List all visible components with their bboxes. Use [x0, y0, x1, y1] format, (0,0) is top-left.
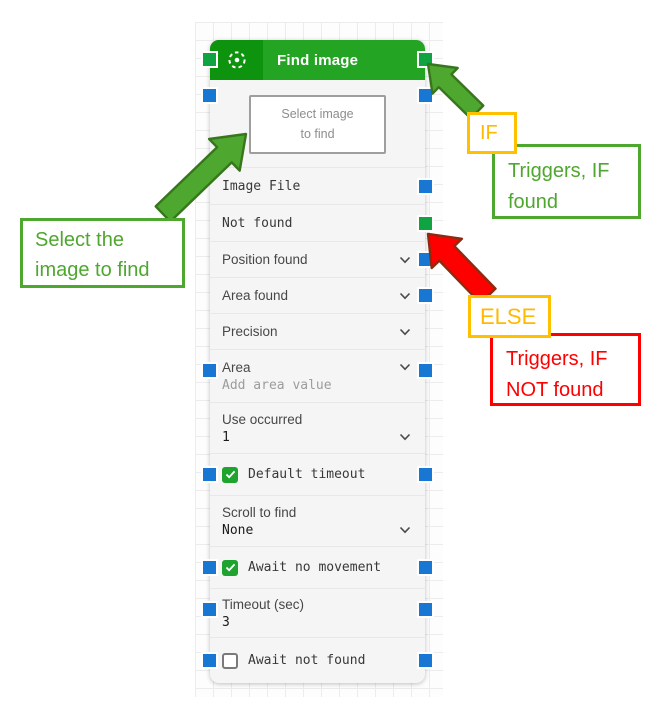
port-right-image-file[interactable]: [419, 179, 432, 193]
row-not-found: Not found: [210, 204, 432, 241]
port-header-left[interactable]: [203, 53, 216, 66]
chevron-down-icon: [399, 363, 411, 371]
hint-line: NOT found: [506, 379, 604, 401]
port-left-await-no-movement[interactable]: [203, 561, 216, 574]
row-label: Position found: [222, 252, 308, 267]
chevron-down-icon: [399, 433, 411, 441]
row-label: Await not found: [248, 653, 366, 668]
select-image-hint-box: Select the image to find: [20, 218, 185, 288]
port-right-default-timeout[interactable]: [419, 468, 432, 481]
find-image-scan-icon: [226, 49, 248, 71]
else-hint-box: Triggers, IF NOT found: [490, 333, 641, 406]
port-select-image-left[interactable]: [203, 89, 216, 102]
port-right-area-found[interactable]: [419, 289, 432, 302]
checkbox-await-not-found[interactable]: [222, 652, 238, 669]
row-precision[interactable]: Precision: [210, 313, 425, 349]
row-label: Area: [222, 359, 251, 375]
checkbox-default-timeout[interactable]: [222, 466, 238, 483]
chevron-down-icon: [399, 256, 411, 264]
hint-line: Select the: [35, 229, 124, 251]
row-label: Image File: [222, 178, 301, 194]
row-label: Timeout (sec): [222, 596, 305, 612]
row-label: Scroll to find: [222, 504, 297, 520]
checkbox-await-no-movement[interactable]: [222, 559, 238, 576]
row-value: Add area value: [222, 377, 332, 393]
row-value: 3: [222, 614, 230, 630]
port-left-await-not-found[interactable]: [203, 654, 216, 667]
select-image-section: Select image to find: [203, 80, 432, 167]
find-image-node[interactable]: Find image Select image to find Image Fi…: [203, 40, 432, 683]
row-label: Not found: [222, 215, 293, 231]
port-header-right[interactable]: [419, 53, 432, 66]
row-value: None: [222, 522, 254, 538]
row-image-file: Image File: [210, 167, 432, 204]
port-right-await-no-movement[interactable]: [419, 561, 432, 574]
row-label: Area found: [222, 288, 289, 303]
row-position-found[interactable]: Position found: [210, 241, 432, 277]
chevron-down-icon: [399, 526, 411, 534]
chevron-down-icon: [399, 292, 411, 300]
port-right-not-found[interactable]: [419, 216, 432, 230]
row-default-timeout[interactable]: Default timeout: [203, 453, 432, 495]
row-label: Await no movement: [248, 560, 382, 575]
port-right-position-found[interactable]: [419, 253, 432, 266]
row-area-found[interactable]: Area found: [210, 277, 432, 313]
row-value: 1: [222, 429, 230, 445]
row-await-no-movement[interactable]: Await no movement: [203, 546, 432, 588]
port-select-image-right[interactable]: [419, 89, 432, 102]
node-header[interactable]: Find image: [203, 40, 432, 80]
port-left-area[interactable]: [203, 364, 216, 377]
hint-line: Triggers, IF: [508, 160, 610, 182]
hint-line: image to find: [35, 259, 150, 281]
row-label: Precision: [222, 324, 278, 339]
row-await-not-found[interactable]: Await not found: [203, 637, 432, 683]
port-right-timeout-sec-[interactable]: [419, 603, 432, 616]
select-image-button[interactable]: Select image to find: [249, 95, 386, 154]
hint-line: found: [508, 191, 559, 213]
port-right-await-not-found[interactable]: [419, 654, 432, 667]
node-header-icon-segment: [210, 40, 263, 80]
select-image-button-line2: to find: [300, 126, 335, 141]
port-right-area[interactable]: [419, 364, 432, 377]
row-label: Default timeout: [248, 467, 366, 482]
chevron-down-icon: [399, 328, 411, 336]
hint-line: Triggers, IF: [506, 348, 608, 370]
row-label: Use occurred: [222, 411, 303, 427]
if-hint-box: Triggers, IF found: [492, 144, 641, 219]
row-use-occurred[interactable]: Use occurred 1: [210, 402, 425, 453]
node-title: Find image: [277, 51, 359, 69]
port-left-timeout-sec-[interactable]: [203, 603, 216, 616]
else-badge: ELSE: [468, 295, 551, 338]
port-left-default-timeout[interactable]: [203, 468, 216, 481]
select-image-button-line1: Select image: [281, 107, 354, 122]
row-timeout-sec-[interactable]: Timeout (sec) 3: [203, 588, 432, 637]
if-badge: IF: [467, 112, 517, 154]
